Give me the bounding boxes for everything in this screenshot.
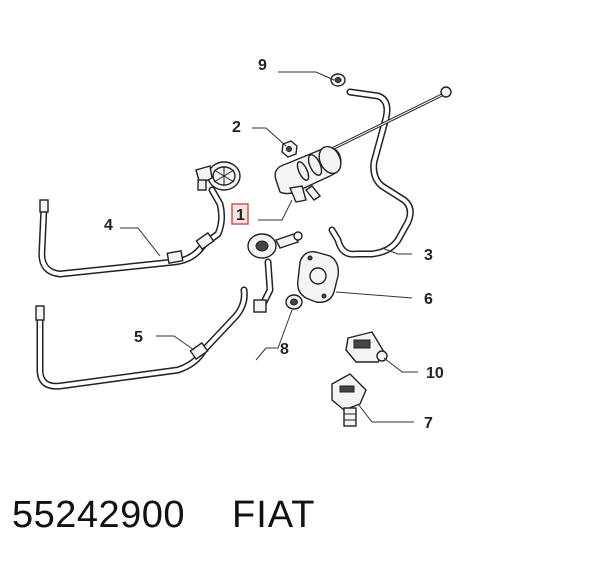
callout-6: 6 — [424, 291, 433, 308]
slave-cylinder-assembly — [247, 231, 303, 313]
reservoir-cap — [195, 161, 241, 191]
push-rod — [329, 86, 452, 152]
pipe-part-3[interactable] — [328, 88, 414, 258]
clip-part-9[interactable] — [330, 73, 346, 87]
callout-2: 2 — [232, 119, 241, 136]
callout-9: 9 — [258, 57, 267, 74]
brand-name: FIAT — [232, 494, 316, 536]
sensor-part-7[interactable] — [331, 373, 367, 427]
hose-part-4[interactable] — [38, 186, 226, 278]
callout-3: 3 — [424, 247, 433, 264]
footer — [0, 470, 600, 562]
master-cylinder-part-1[interactable] — [274, 143, 345, 203]
hose-part-5[interactable] — [35, 286, 248, 390]
callout-10: 10 — [426, 365, 444, 382]
callout-1: 1 — [236, 207, 245, 224]
part-number: 55242900 — [12, 494, 186, 536]
parts-diagram: 9 2 1 4 3 6 5 8 10 7 — [35, 57, 452, 432]
connector-part-10[interactable] — [345, 331, 388, 363]
nut-part-2[interactable] — [281, 140, 298, 158]
flange-plate-part-6[interactable] — [296, 251, 340, 303]
seal-part-8[interactable] — [285, 294, 303, 310]
callout-8: 8 — [280, 341, 289, 358]
callout-7: 7 — [424, 415, 433, 432]
callout-5: 5 — [134, 329, 143, 346]
leader-lines — [120, 71, 418, 423]
callout-4: 4 — [104, 217, 113, 234]
callout-1-highlight[interactable]: 1 — [231, 203, 249, 225]
